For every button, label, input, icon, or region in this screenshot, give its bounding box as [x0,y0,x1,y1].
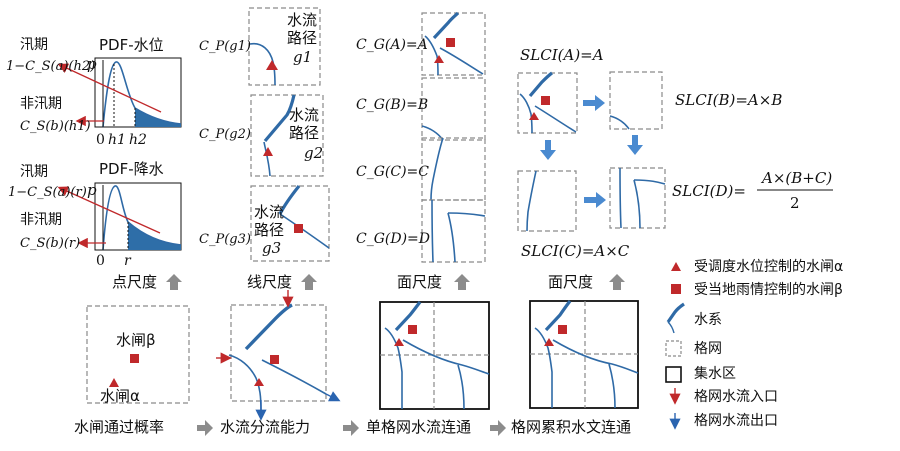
area-cell-b [421,77,486,141]
pdf-rain-tick-0: 0 [96,253,105,269]
pdf-rain-tick-r: r [124,253,131,269]
legend-label-catchment: 集水区 [694,366,736,382]
bottom-panel-1 [86,305,190,404]
slci-box-a [517,71,578,134]
legend-label-river: 水系 [694,312,722,328]
triangle-icon [671,262,681,271]
pdf-rain-flood-formula: 1−C_S(a)(r) [8,185,87,200]
dashed-box-icon [665,340,682,357]
area-cell-a [421,11,486,76]
pdf-rain-flood-label: 汛期 [20,164,48,180]
legend-icons [665,262,685,430]
area-cell-b-symbol: C_G(B)=B [356,97,429,113]
slci-box-d [609,167,666,229]
bottom-panel-2 [216,290,341,421]
path-box-g2 [250,94,324,177]
pdf-water-plot [94,57,182,128]
pdf-water-tick-h2: h2 [129,132,147,148]
slci-d-numerator: A×(B+C) [762,169,833,187]
step-1-label: 水闸通过概率 [74,418,165,436]
scale-up-arrows [166,274,625,290]
area-cell-d [421,199,486,263]
pdf-rain-title: PDF-降水 [99,160,164,178]
pdf-water-flood-label: 汛期 [20,37,48,53]
river-icon [666,302,685,323]
slci-b-formula: SLCI(B)=A×B [675,91,783,109]
path-g3-symbol: C_P(g3) [199,232,251,247]
legend-label-outlet: 格网水流出口 [694,413,778,429]
legend-label-gate-alpha: 受调度水位控制的水闸α [694,259,844,275]
bottom-panel-4 [529,300,639,409]
slci-box-c [517,170,577,232]
path-g2-name-line1: 水流 [289,106,320,124]
process-arrows [197,420,506,436]
area-cell-d-symbol: C_G(D)=D [356,231,430,247]
legend-label-inlet: 格网水流入口 [694,389,778,405]
slci-flow-arrows [540,95,643,208]
path-g2-id: g2 [304,144,324,162]
slci-d-denominator: 2 [790,194,800,212]
path-g3-name-line1: 水流 [254,203,285,221]
slci-c-formula: SLCI(C)=A×C [521,242,630,260]
point-scale-label: 点尺度 [112,273,158,291]
step-4-label: 格网累积水文连通 [511,418,632,436]
area-cell-c-symbol: C_G(C)=C [356,164,429,180]
pdf-water-nonflood-formula: C_S(b)(h1) [20,119,91,134]
legend-label-grid: 格网 [694,341,722,357]
area-cell-a-symbol: C_G(A)=A [356,37,428,53]
gate-beta-label: 水闸β [116,331,156,349]
path-g1-symbol: C_P(g1) [199,39,251,54]
pdf-water-title: PDF-水位 [99,36,164,54]
pdf-rain-plot [94,182,182,251]
slci-scale-label: 面尺度 [548,273,594,291]
path-g1-name-line2: 路径 [287,29,318,47]
area-cell-c [421,137,486,201]
path-g3-name-line2: 路径 [254,221,285,239]
path-g2-symbol: C_P(g2) [199,127,251,142]
pdf-rain-y-label: p [87,181,97,199]
pdf-pointer-arrows [57,63,162,249]
square-icon [671,284,681,294]
path-g1-name-line1: 水流 [287,11,318,29]
pdf-water-flood-formula: 1−C_S(a)(h2) [6,59,96,74]
pdf-rain-nonflood-formula: C_S(b)(r) [20,236,81,251]
path-g2-name-line2: 路径 [289,124,320,142]
path-g3-id: g3 [262,239,282,257]
gate-alpha-label: 水闸α [100,387,140,405]
pdf-water-tick-0: 0 [96,132,105,148]
bottom-panel-3 [379,301,490,410]
pdf-water-tick-h1: h1 [108,132,126,148]
slci-box-b [609,71,663,130]
path-box-g3 [250,185,330,262]
step-3-label: 单格网水流连通 [366,418,472,436]
legend-label-gate-beta: 受当地雨情控制的水闸β [694,282,843,298]
area-scale-label: 面尺度 [397,273,443,291]
path-g1-id: g1 [293,48,313,66]
step-2-label: 水流分流能力 [220,418,311,436]
path-box-g1 [248,7,321,86]
pdf-rain-nonflood-label: 非汛期 [20,212,62,228]
slci-d-prefix: SLCI(D)= [672,182,746,200]
pdf-water-y-label: p [87,55,97,73]
line-scale-label: 线尺度 [247,273,293,291]
slci-a-formula: SLCI(A)=A [520,46,604,64]
pdf-water-nonflood-label: 非汛期 [20,96,62,112]
solid-box-icon [665,366,682,383]
